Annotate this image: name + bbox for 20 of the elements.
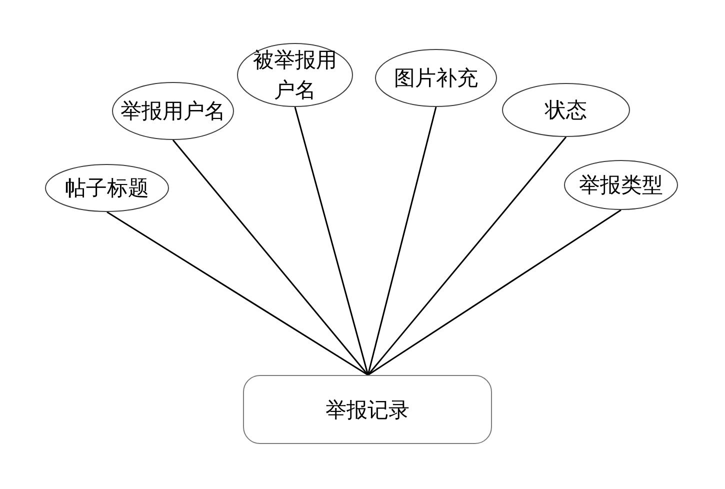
connector-line	[368, 209, 622, 376]
attribute-name: 图片补充	[394, 65, 478, 92]
attribute-ellipse	[45, 164, 169, 212]
entity-box	[243, 375, 492, 444]
attribute-ellipse	[502, 83, 630, 137]
entity-name: 举报记录	[326, 396, 410, 424]
attribute-name: 举报类型	[579, 172, 663, 199]
connector-line	[367, 136, 567, 376]
attribute-name: 被举报用户名	[252, 47, 338, 104]
attribute-ellipse	[112, 82, 234, 140]
connector-line	[367, 106, 437, 376]
attribute-ellipse	[237, 43, 353, 107]
connector-line	[172, 140, 369, 376]
connector-line	[294, 106, 369, 376]
attribute-name: 状态	[545, 97, 587, 124]
attribute-name: 帖子标题	[65, 175, 149, 202]
attribute-ellipse	[564, 160, 678, 210]
connector-line	[106, 211, 368, 376]
attribute-ellipse	[375, 49, 497, 107]
attribute-name: 举报用户名	[120, 98, 226, 125]
